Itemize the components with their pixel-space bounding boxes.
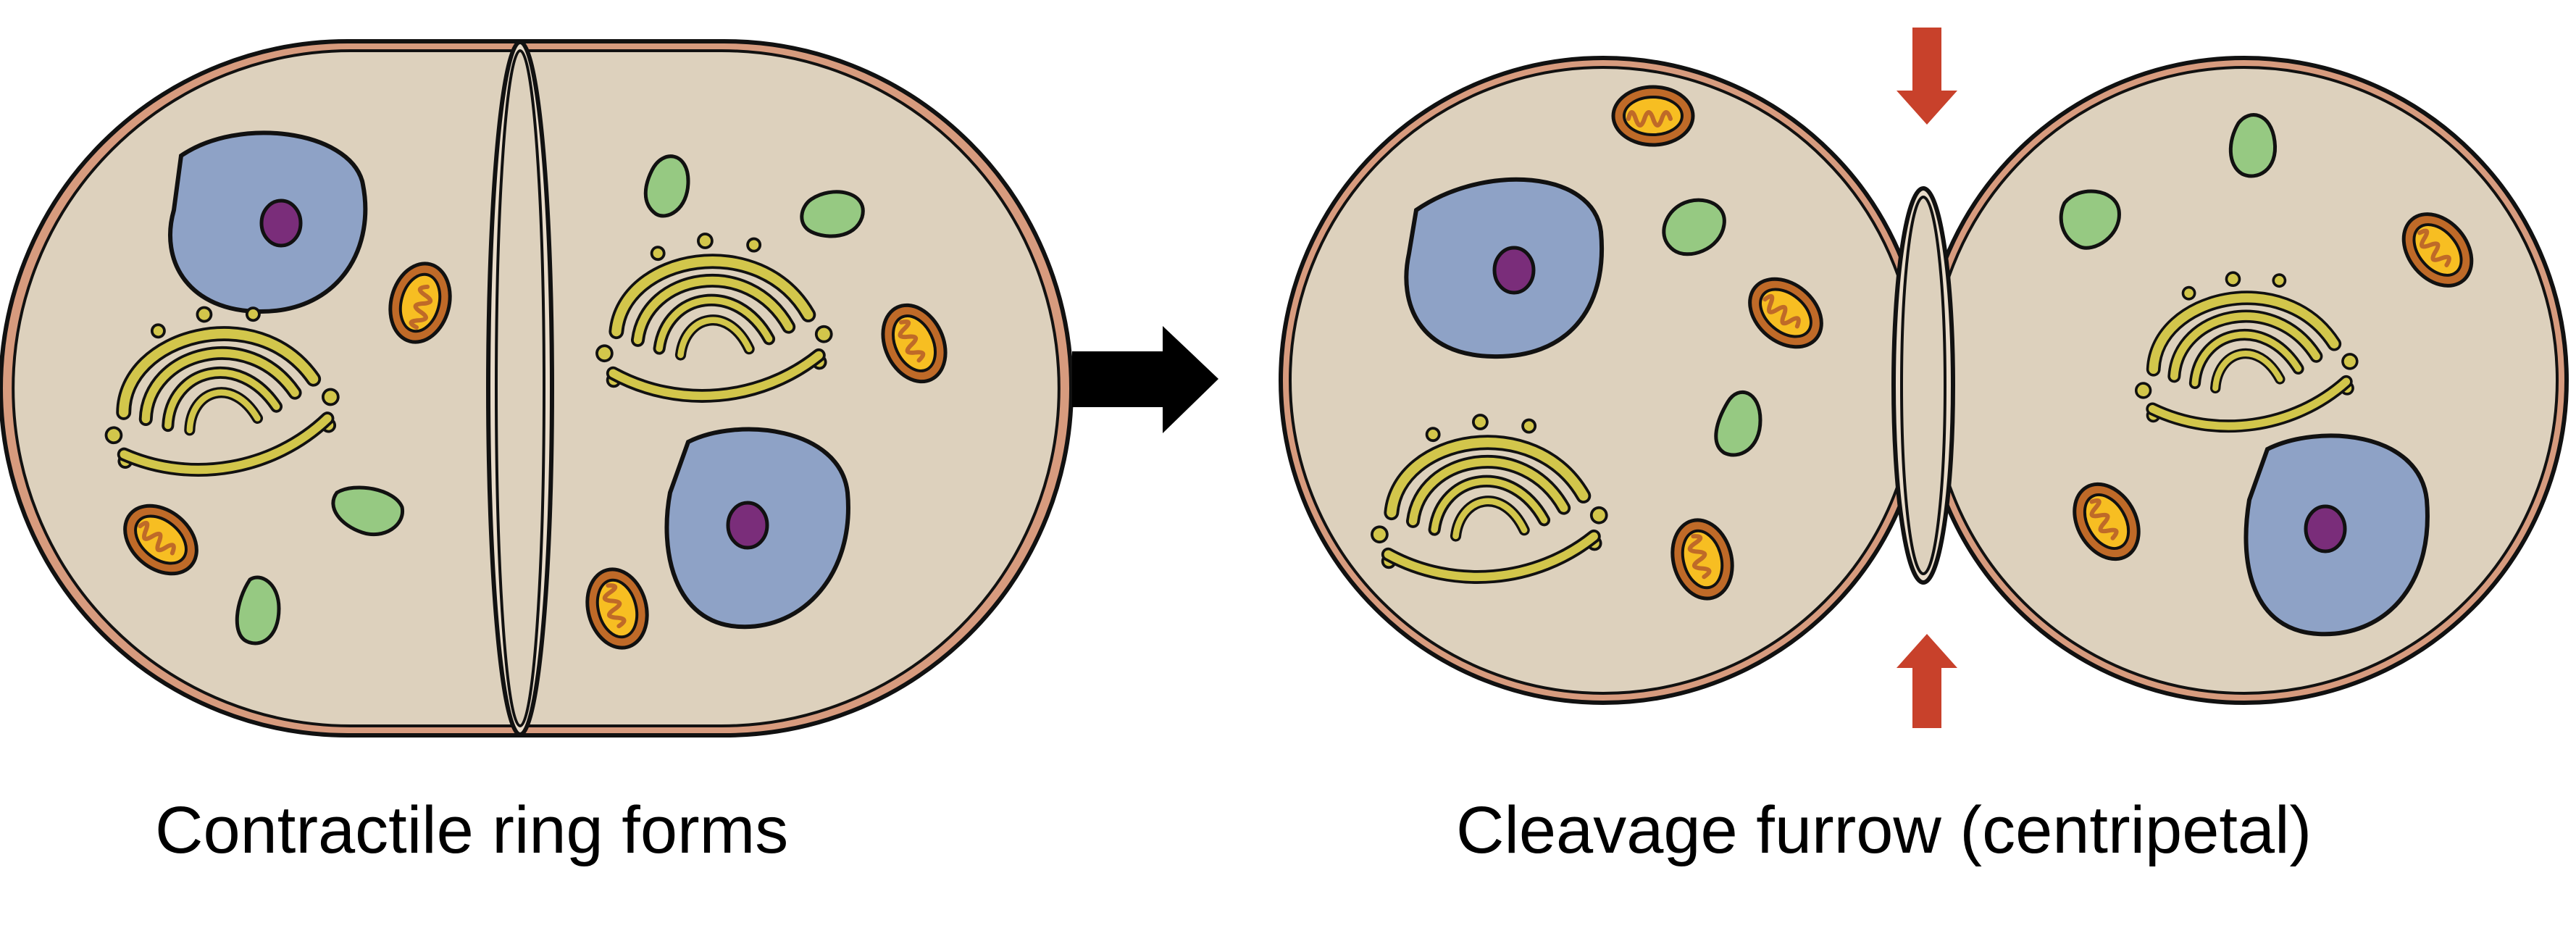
left-vacuole-4 [235, 575, 281, 645]
right-cells [1279, 28, 2569, 728]
left-vacuole-2 [800, 190, 865, 238]
down-arrow-icon [1897, 28, 1957, 125]
right-mitochondrion-1 [1613, 87, 1693, 145]
right-vacuole-4 [2228, 113, 2277, 178]
caption-cleavage-furrow: Cleavage furrow (centripetal) [1456, 793, 2312, 867]
contractile-ring [486, 40, 554, 737]
left-vacuole-3 [331, 485, 404, 537]
daughter-cell-left [1289, 66, 1918, 695]
left-nucleus-lower [664, 427, 850, 630]
caption-contractile-ring: Contractile ring forms [155, 793, 789, 867]
right-nucleus-lower [2243, 433, 2430, 637]
left-vacuole-1 [643, 154, 690, 218]
right-arrow-icon [1072, 326, 1218, 433]
right-nucleus-upper [1404, 177, 1605, 359]
up-arrow-icon [1897, 634, 1957, 728]
right-vacuole-1 [1662, 198, 1726, 256]
cleavage-furrow-ring [1891, 186, 1955, 585]
right-vacuole-2 [1714, 390, 1762, 457]
left-cell [0, 39, 1074, 737]
left-nucleus-upper [168, 130, 368, 314]
right-vacuole-3 [2059, 189, 2121, 250]
